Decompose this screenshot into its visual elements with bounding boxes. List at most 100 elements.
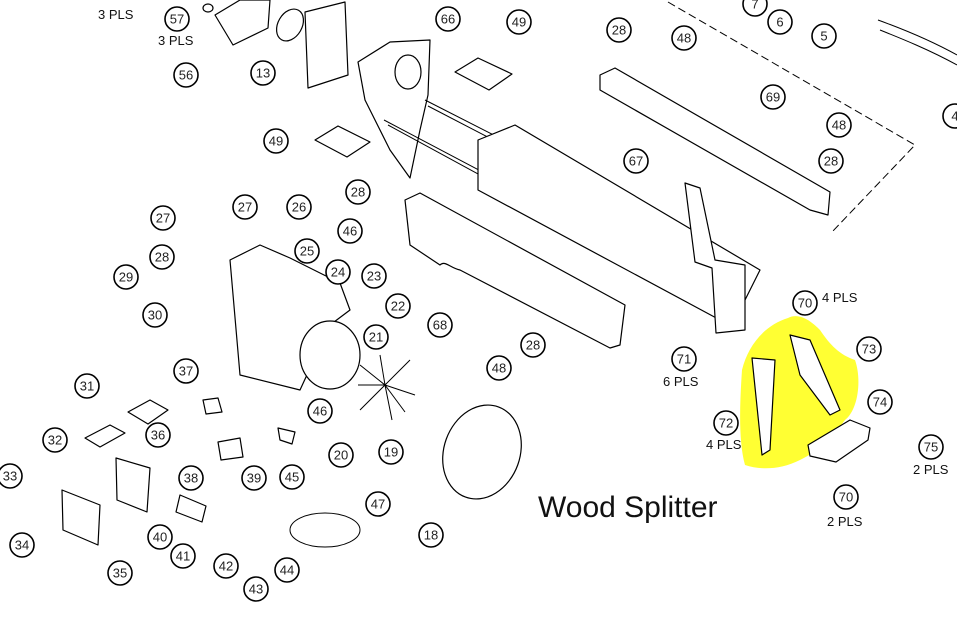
callout-number: 75 — [924, 440, 938, 455]
callout-number: 45 — [285, 470, 299, 485]
qty-label-75: 2 PLS — [913, 462, 949, 477]
callout-24[interactable]: 24 — [325, 259, 351, 285]
callout-44[interactable]: 44 — [274, 557, 300, 583]
callout-72[interactable]: 72 — [713, 410, 739, 436]
callout-27b[interactable]: 27 — [232, 194, 258, 220]
cover-32 — [84, 424, 126, 448]
callout-32[interactable]: 32 — [42, 427, 68, 453]
callout-number: 24 — [331, 265, 345, 280]
callout-number: 28 — [526, 338, 540, 353]
callout-number: 34 — [15, 538, 29, 553]
callout-number: 5 — [820, 29, 827, 44]
callout-number: 39 — [247, 471, 261, 486]
callout-37[interactable]: 37 — [173, 358, 199, 384]
callout-number: 30 — [148, 308, 162, 323]
callout-18[interactable]: 18 — [418, 522, 444, 548]
callout-28c[interactable]: 28 — [345, 179, 371, 205]
callout-41[interactable]: 41 — [170, 543, 196, 569]
callout-46a[interactable]: 46 — [337, 218, 363, 244]
callout-71[interactable]: 71 — [671, 346, 697, 372]
callout-67[interactable]: 67 — [623, 148, 649, 174]
callout-36[interactable]: 36 — [145, 422, 171, 448]
callout-number: 22 — [391, 299, 405, 314]
callout-25[interactable]: 25 — [294, 238, 320, 264]
callout-31[interactable]: 31 — [74, 373, 100, 399]
callout-number: 28 — [824, 154, 838, 169]
callout-69[interactable]: 69 — [760, 84, 786, 110]
callout-number: 69 — [766, 90, 780, 105]
callout-29[interactable]: 29 — [113, 264, 139, 290]
callout-number: 31 — [80, 379, 94, 394]
capacitor-40 — [175, 494, 207, 523]
callout-28e[interactable]: 28 — [520, 332, 546, 358]
callout-74[interactable]: 74 — [867, 389, 893, 415]
guard-18 — [442, 404, 522, 500]
callout-number: 43 — [249, 582, 263, 597]
callout-39[interactable]: 39 — [241, 465, 267, 491]
diagram-title: Wood Splitter — [538, 491, 718, 524]
callout-70b[interactable]: 70 — [833, 484, 859, 510]
callout-68[interactable]: 68 — [427, 312, 453, 338]
callout-28d[interactable]: 28 — [149, 244, 175, 270]
callout-45[interactable]: 45 — [279, 464, 305, 490]
callout-40[interactable]: 40 — [147, 524, 173, 550]
callout-35[interactable]: 35 — [107, 560, 133, 586]
foot-74 — [807, 419, 871, 463]
callout-6[interactable]: 6 — [767, 9, 793, 35]
callout-number: 56 — [179, 68, 193, 83]
callout-4[interactable]: 4 — [942, 103, 957, 129]
callout-number: 35 — [113, 566, 127, 581]
callout-number: 49 — [269, 134, 283, 149]
pad-49-top — [454, 57, 513, 91]
callout-48c[interactable]: 48 — [486, 355, 512, 381]
washer-57 — [202, 3, 214, 13]
callout-13[interactable]: 13 — [250, 60, 276, 86]
wedge — [684, 182, 746, 334]
callout-22[interactable]: 22 — [385, 293, 411, 319]
fitting-46 — [277, 427, 296, 445]
callout-33[interactable]: 33 — [0, 463, 23, 489]
callout-number: 40 — [153, 530, 167, 545]
callout-48b[interactable]: 48 — [826, 112, 852, 138]
callout-number: 48 — [832, 118, 846, 133]
callout-48a[interactable]: 48 — [671, 25, 697, 51]
callout-47[interactable]: 47 — [365, 491, 391, 517]
callout-number: 70 — [839, 490, 853, 505]
callout-5[interactable]: 5 — [811, 23, 837, 49]
callout-38[interactable]: 38 — [178, 465, 204, 491]
qty-label-57: 3 PLS — [158, 33, 194, 48]
end-cap-66 — [357, 39, 431, 179]
callout-number: 37 — [179, 364, 193, 379]
callout-49b[interactable]: 49 — [263, 128, 289, 154]
callout-number: 74 — [873, 395, 887, 410]
callout-28a[interactable]: 28 — [606, 17, 632, 43]
callout-56[interactable]: 56 — [173, 62, 199, 88]
callout-number: 46 — [313, 404, 327, 419]
callout-26[interactable]: 26 — [286, 194, 312, 220]
callout-19[interactable]: 19 — [378, 439, 404, 465]
callout-46b[interactable]: 46 — [307, 398, 333, 424]
callout-30[interactable]: 30 — [142, 302, 168, 328]
callout-number: 70 — [798, 296, 812, 311]
end-cap-hole — [394, 54, 422, 90]
callout-43[interactable]: 43 — [243, 576, 269, 602]
callout-49a[interactable]: 49 — [506, 9, 532, 35]
callout-34[interactable]: 34 — [9, 532, 35, 558]
callout-number: 68 — [433, 318, 447, 333]
callout-28b[interactable]: 28 — [818, 148, 844, 174]
callout-70a[interactable]: 70 — [792, 290, 818, 316]
callout-7[interactable]: 7 — [742, 0, 768, 17]
callout-21[interactable]: 21 — [363, 324, 389, 350]
callout-57[interactable]: 57 — [164, 6, 190, 32]
callout-23[interactable]: 23 — [361, 263, 387, 289]
dashed-assembly-boundary — [667, 1, 916, 233]
callout-20[interactable]: 20 — [328, 442, 354, 468]
callout-27a[interactable]: 27 — [150, 205, 176, 231]
callout-number: 36 — [151, 428, 165, 443]
callout-42[interactable]: 42 — [213, 553, 239, 579]
callout-73[interactable]: 73 — [856, 336, 882, 362]
callout-66[interactable]: 66 — [435, 6, 461, 32]
qty-label-top-left: 3 PLS — [98, 7, 134, 22]
callout-75[interactable]: 75 — [918, 434, 944, 460]
